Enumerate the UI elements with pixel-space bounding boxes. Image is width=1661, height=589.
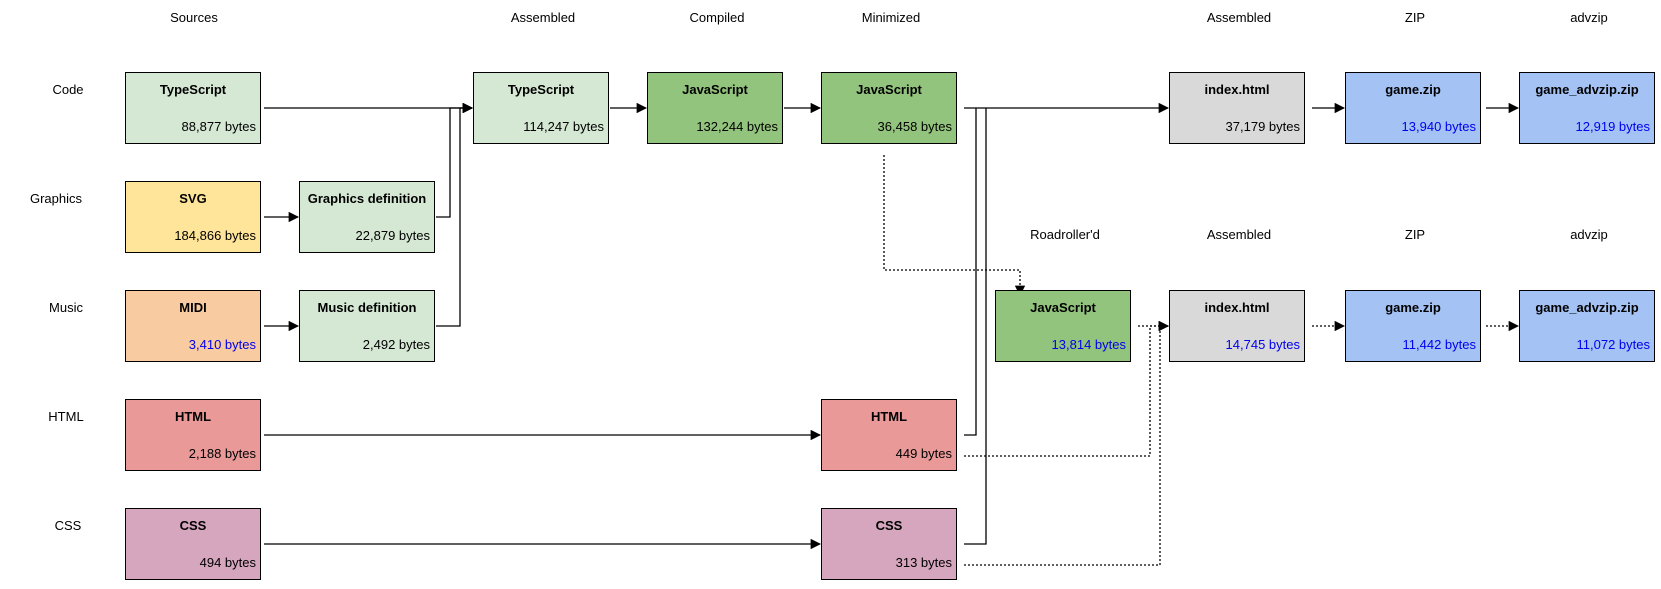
node-size: 494 bytes bbox=[199, 555, 256, 570]
node-css-minimized: CSS 313 bytes bbox=[821, 508, 957, 580]
node-label: CSS bbox=[875, 518, 903, 533]
node-size: 37,179 bytes bbox=[1225, 119, 1300, 134]
node-size: 132,244 bytes bbox=[696, 119, 778, 134]
edge-css-min-to-index1 bbox=[964, 108, 987, 545]
node-index-html-assembled: index.html 37,179 bytes bbox=[1169, 72, 1305, 144]
node-label: Graphics definition bbox=[307, 191, 427, 206]
node-label: game.zip bbox=[1385, 82, 1441, 97]
node-size: 184,866 bytes bbox=[174, 228, 256, 243]
row-header-music: Music bbox=[49, 300, 83, 315]
node-label: Music definition bbox=[317, 300, 417, 315]
node-size: 11,072 bytes bbox=[1576, 337, 1650, 352]
node-size: 12,919 bytes bbox=[1575, 119, 1650, 134]
edge-css-min-to-index2 bbox=[964, 326, 1161, 566]
node-size: 88,877 bytes bbox=[181, 119, 256, 134]
col-header-zip: ZIP bbox=[1404, 10, 1426, 25]
col-header-assembled-final: Assembled bbox=[1206, 10, 1272, 25]
node-label: TypeScript bbox=[507, 82, 575, 97]
node-midi-source: MIDI 3,410 bytes bbox=[125, 290, 261, 362]
node-size: 449 bytes bbox=[895, 446, 952, 461]
node-size: 36,458 bytes bbox=[877, 119, 952, 134]
node-svg-source: SVG 184,866 bytes bbox=[125, 181, 261, 253]
node-size: 313 bytes bbox=[895, 555, 952, 570]
node-game-zip: game.zip 13,940 bytes bbox=[1345, 72, 1481, 144]
col-header-compiled: Compiled bbox=[689, 10, 745, 25]
edge-gfx-def-to-ts-asm bbox=[436, 102, 474, 218]
col-header-zip-rr: ZIP bbox=[1404, 227, 1426, 242]
row-header-css: CSS bbox=[54, 518, 82, 533]
node-size: 14,745 bytes bbox=[1225, 337, 1300, 352]
node-size: 13,940 bytes bbox=[1401, 119, 1476, 134]
node-label: index.html bbox=[1204, 300, 1270, 315]
col-header-advzip-rr: advzip bbox=[1570, 227, 1608, 242]
row-header-html: HTML bbox=[48, 409, 84, 424]
node-size: 2,188 bytes bbox=[188, 446, 256, 461]
col-header-sources: Sources bbox=[170, 10, 218, 25]
col-header-minimized: Minimized bbox=[861, 10, 921, 25]
node-label: game_advzip.zip bbox=[1535, 82, 1639, 97]
node-game-zip-roadroller: game.zip 11,442 bytes bbox=[1345, 290, 1481, 362]
node-game-advzip: game_advzip.zip 12,919 bytes bbox=[1519, 72, 1655, 144]
node-html-source: HTML 2,188 bytes bbox=[125, 399, 261, 471]
node-label: HTML bbox=[174, 409, 212, 424]
row-header-graphics: Graphics bbox=[29, 191, 83, 206]
node-label: TypeScript bbox=[159, 82, 227, 97]
edge-html-min-to-index2 bbox=[964, 320, 1170, 457]
node-index-html-roadroller: index.html 14,745 bytes bbox=[1169, 290, 1305, 362]
node-label: SVG bbox=[179, 191, 207, 206]
node-html-minimized: HTML 449 bytes bbox=[821, 399, 957, 471]
col-header-assembled: Assembled bbox=[510, 10, 576, 25]
edge-html-min-to-index1 bbox=[964, 108, 977, 436]
node-size: 13,814 bytes bbox=[1051, 337, 1126, 352]
node-typescript-source: TypeScript 88,877 bytes bbox=[125, 72, 261, 144]
node-javascript-compiled: JavaScript 132,244 bytes bbox=[647, 72, 783, 144]
node-size: 22,879 bytes bbox=[355, 228, 430, 243]
edge-music-def-to-ts-asm bbox=[436, 102, 474, 327]
node-javascript-minimized: JavaScript 36,458 bytes bbox=[821, 72, 957, 144]
col-header-assembled-rr: Assembled bbox=[1206, 227, 1272, 242]
node-size: 3,410 bytes bbox=[188, 337, 256, 352]
node-label: JavaScript bbox=[1030, 300, 1096, 315]
col-header-advzip: advzip bbox=[1570, 10, 1608, 25]
node-javascript-roadroller: JavaScript 13,814 bytes bbox=[995, 290, 1131, 362]
node-label: CSS bbox=[179, 518, 207, 533]
node-label: HTML bbox=[870, 409, 908, 424]
col-header-roadroller: Roadroller'd bbox=[1030, 227, 1100, 242]
node-size: 114,247 bytes bbox=[523, 119, 604, 134]
node-label: game_advzip.zip bbox=[1535, 300, 1639, 315]
node-label: index.html bbox=[1204, 82, 1270, 97]
node-music-definition: Music definition 2,492 bytes bbox=[299, 290, 435, 362]
edge-js-min-to-js-rr bbox=[883, 155, 1026, 297]
node-graphics-definition: Graphics definition 22,879 bytes bbox=[299, 181, 435, 253]
row-header-code: Code bbox=[52, 82, 84, 97]
node-label: MIDI bbox=[179, 300, 207, 315]
node-size: 2,492 bytes bbox=[362, 337, 430, 352]
node-size: 11,442 bytes bbox=[1402, 337, 1476, 352]
node-css-source: CSS 494 bytes bbox=[125, 508, 261, 580]
node-label: JavaScript bbox=[682, 82, 748, 97]
node-label: game.zip bbox=[1385, 300, 1441, 315]
node-game-advzip-roadroller: game_advzip.zip 11,072 bytes bbox=[1519, 290, 1655, 362]
node-typescript-assembled: TypeScript 114,247 bytes bbox=[473, 72, 609, 144]
node-label: JavaScript bbox=[856, 82, 922, 97]
